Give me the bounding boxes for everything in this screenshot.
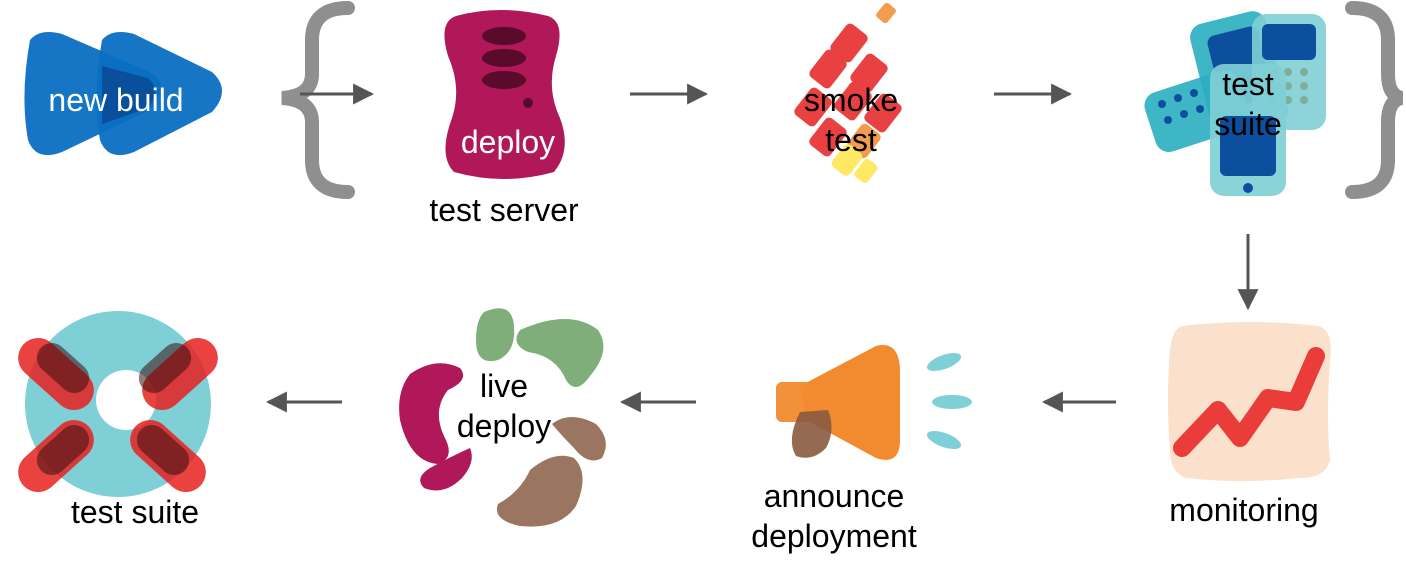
lifebuoy-icon [18,311,218,497]
megaphone-icon [776,345,900,460]
test-suite-top-label: test suite [1214,66,1282,142]
live-deploy-label: live deploy [456,368,552,444]
splash-icon [926,352,972,450]
splash-icon [399,308,606,527]
play-icon [24,32,222,156]
announce-deployment-label: announce deployment [751,478,917,554]
server-icon [444,10,565,179]
chart-icon [1168,322,1331,481]
test-suite-bottom-label: test suite [70,494,200,530]
fire-icon [794,2,902,183]
smoke-test-label: smoke test [803,82,899,158]
new-build-label: new build [48,82,184,118]
brace-icon [1345,1,1404,199]
monitoring-label: monitoring [1169,492,1319,528]
deploy-label: deploy [460,124,556,160]
brace-icon [281,1,355,199]
test-server-label: test server [429,192,579,228]
devices-icon [1144,11,1326,196]
